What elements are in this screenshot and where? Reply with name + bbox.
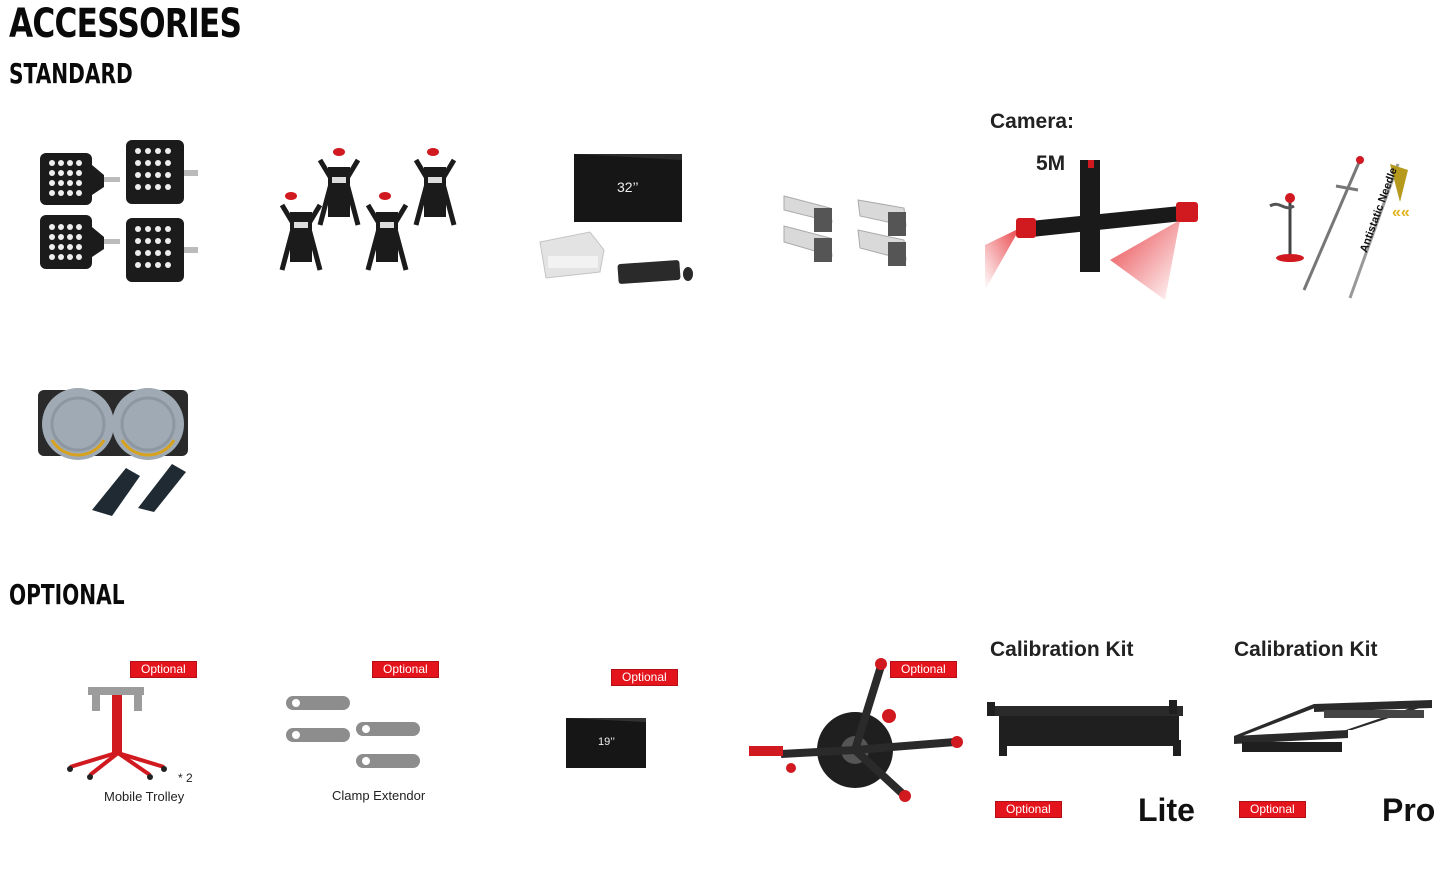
product-targets[interactable] xyxy=(20,115,240,315)
clamp-caption: Clamp Extendor xyxy=(332,788,426,803)
section-title-standard: STANDARD xyxy=(9,57,133,90)
monitor-size-label: 32’’ xyxy=(617,179,639,195)
product-computer-set[interactable]: 32’’ xyxy=(530,140,750,340)
product-stand-needle[interactable]: Antistatic Needle «« xyxy=(1240,140,1449,340)
product-monitor-19[interactable]: 19’’ xyxy=(560,712,660,772)
wheel-adapter-icon xyxy=(749,658,963,802)
optional-badge-monitor: Optional xyxy=(611,669,678,686)
product-mounting-brackets[interactable] xyxy=(770,170,990,370)
product-camera-beam[interactable] xyxy=(980,150,1210,310)
optional-badge-kit-pro: Optional xyxy=(1239,801,1306,818)
optional-badge-kit-lite: Optional xyxy=(995,801,1062,818)
optional-badge-adapter: Optional xyxy=(890,661,957,678)
calibration-lite-icon xyxy=(987,700,1183,756)
kit-pro-label: Pro xyxy=(1382,792,1436,828)
trolley-caption: Mobile Trolley xyxy=(104,789,185,804)
product-mobile-trolley[interactable]: * 2 Mobile Trolley xyxy=(40,655,260,855)
product-calibration-kit-lite[interactable] xyxy=(985,690,1195,770)
monitor-19-label: 19’’ xyxy=(598,736,615,748)
trolley-icon xyxy=(67,687,167,780)
brackets-icon xyxy=(783,195,907,266)
product-calibration-kit-pro[interactable] xyxy=(1228,690,1438,770)
clamp-extendor-icon xyxy=(286,696,420,768)
camera-title: Camera: xyxy=(990,110,1075,133)
monitor-icon xyxy=(566,718,646,768)
turntables-icon xyxy=(38,388,188,516)
product-wheel-adapter[interactable] xyxy=(745,650,965,850)
kit-lite-title: Calibration Kit xyxy=(990,638,1134,661)
kit-lite-label: Lite xyxy=(1138,792,1195,828)
monitor-printer-icon xyxy=(539,154,693,284)
page-title: ACCESSORIES xyxy=(9,1,242,47)
target-boards-icon xyxy=(40,140,198,282)
arrows-icon: «« xyxy=(1392,204,1410,221)
optional-badge-trolley: Optional xyxy=(130,661,197,678)
stand-needle-icon xyxy=(1269,156,1408,299)
product-turntables[interactable] xyxy=(30,380,250,580)
camera-beam-icon xyxy=(985,160,1198,300)
kit-pro-title: Calibration Kit xyxy=(1234,638,1378,661)
camera-resolution: 5M xyxy=(1036,152,1066,175)
product-wheel-clamps[interactable] xyxy=(260,130,480,330)
section-title-optional: OPTIONAL xyxy=(9,578,125,611)
product-clamp-extendor[interactable]: Clamp Extendor xyxy=(270,680,490,880)
calibration-pro-icon xyxy=(1234,700,1432,752)
wheel-clamps-icon xyxy=(279,148,457,271)
trolley-quantity: * 2 xyxy=(178,771,193,785)
optional-badge-clamp: Optional xyxy=(372,661,439,678)
